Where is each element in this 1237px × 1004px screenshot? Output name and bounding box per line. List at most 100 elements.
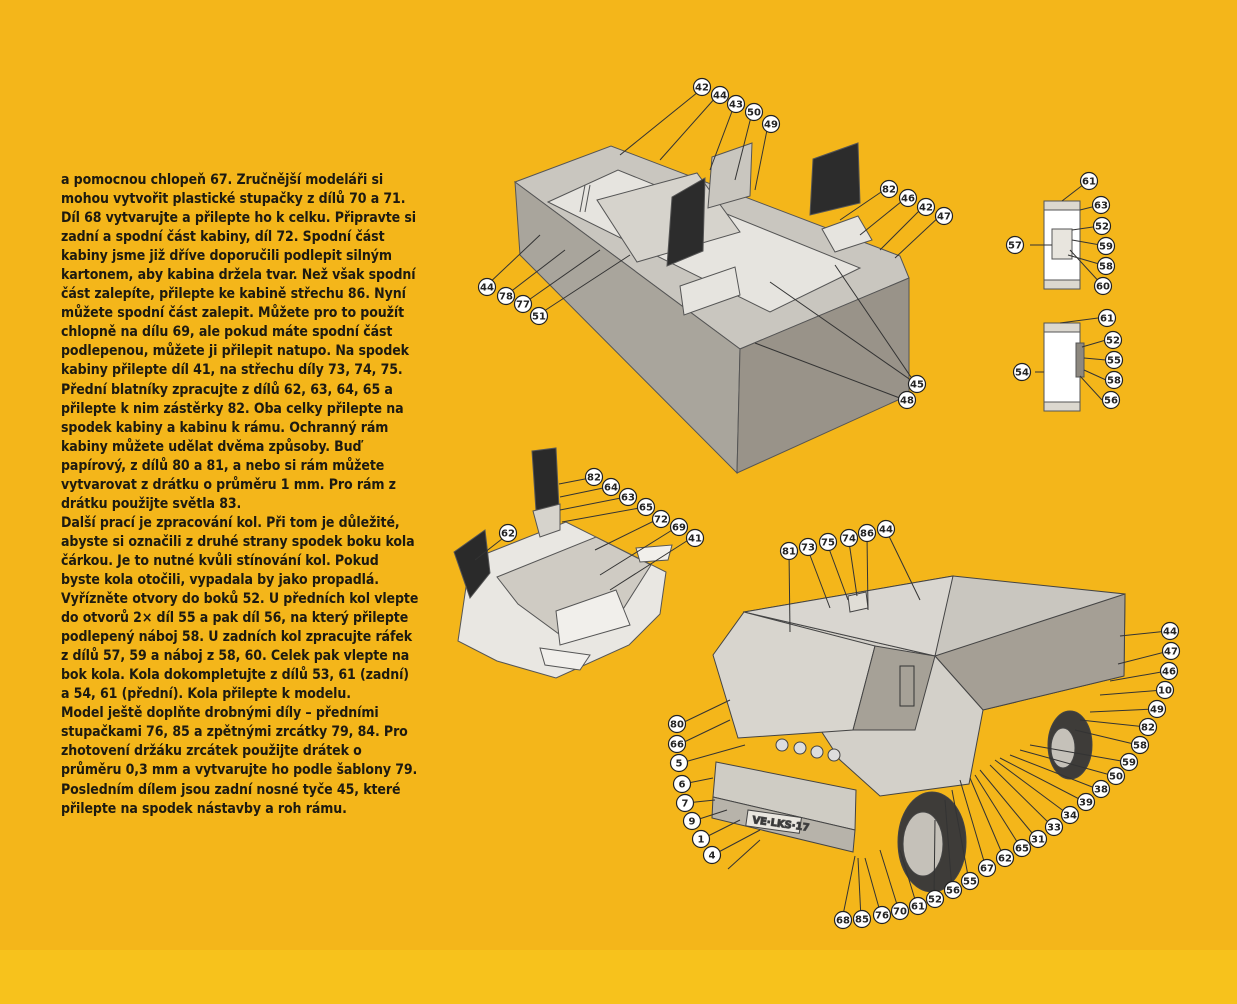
callout-number: 60 [1096, 282, 1110, 293]
callout-number: 52 [928, 895, 942, 906]
callout-fender-72: 72 [651, 509, 671, 529]
callout-fender-63: 63 [618, 487, 638, 507]
callout-number: 57 [1008, 241, 1022, 252]
callout-cargo-body-82: 82 [879, 179, 899, 199]
callout-truck-49: 49 [1147, 699, 1167, 719]
callout-number: 73 [801, 543, 815, 554]
callout-number: 62 [998, 854, 1012, 865]
fender-diagram [453, 447, 694, 679]
callout-front-wheel-54: 54 [1012, 362, 1032, 382]
callout-fender-69: 69 [669, 517, 689, 537]
callout-truck-9: 9 [682, 811, 702, 831]
callout-number: 44 [480, 283, 494, 294]
callout-number: 38 [1094, 785, 1108, 796]
callout-truck-44: 44 [876, 519, 896, 539]
callout-number: 58 [1133, 741, 1147, 752]
callout-number: 44 [1163, 627, 1177, 638]
callout-number: 50 [1109, 772, 1123, 783]
callout-truck-56: 56 [943, 880, 963, 900]
callout-number: 81 [782, 547, 796, 558]
callout-number: 77 [516, 300, 530, 311]
callout-number: 31 [1031, 835, 1045, 846]
callout-truck-50: 50 [1106, 766, 1126, 786]
callout-cargo-body-43: 43 [726, 94, 746, 114]
front-wheel-diagram [1035, 317, 1107, 412]
callout-number: 4 [709, 851, 716, 862]
callout-number: 68 [836, 916, 850, 927]
callout-truck-58: 58 [1130, 735, 1150, 755]
callout-fender-64: 64 [601, 477, 621, 497]
callout-number: 82 [882, 185, 896, 196]
callout-truck-85: 85 [852, 909, 872, 929]
truck-diagram: VE·LKS·17 [711, 575, 1126, 893]
callout-front-wheel-52: 52 [1103, 330, 1123, 350]
callout-number: 62 [501, 529, 515, 540]
callout-number: 63 [1094, 201, 1108, 212]
callout-number: 47 [937, 212, 951, 223]
callout-truck-52: 52 [925, 889, 945, 909]
callout-truck-44: 44 [1160, 621, 1180, 641]
callout-front-wheel-61: 61 [1097, 308, 1117, 328]
callout-cargo-body-78: 78 [496, 286, 516, 306]
callout-number: 56 [946, 886, 960, 897]
callout-cargo-body-42: 42 [692, 77, 712, 97]
callout-number: 51 [532, 312, 546, 323]
callout-front-wheel-56: 56 [1101, 390, 1121, 410]
callout-number: 46 [901, 194, 915, 205]
callout-front-wheel-58: 58 [1104, 370, 1124, 390]
callout-number: 86 [860, 529, 874, 540]
callout-truck-31: 31 [1028, 829, 1048, 849]
callout-truck-81: 81 [779, 541, 799, 561]
callout-truck-5: 5 [669, 753, 689, 773]
callout-number: 43 [729, 100, 743, 111]
callout-number: 46 [1162, 667, 1176, 678]
callout-number: 44 [713, 91, 727, 102]
callout-truck-1: 1 [691, 829, 711, 849]
callout-number: 64 [604, 483, 618, 494]
callout-truck-46: 46 [1159, 661, 1179, 681]
callout-number: 49 [1150, 705, 1164, 716]
callout-number: 52 [1095, 222, 1109, 233]
callout-number: 59 [1099, 242, 1113, 253]
callout-number: 58 [1107, 376, 1121, 387]
callout-number: 49 [764, 120, 778, 131]
callout-truck-33: 33 [1044, 817, 1064, 837]
callout-number: 61 [1100, 314, 1114, 325]
callout-number: 61 [1082, 177, 1096, 188]
callout-truck-10: 10 [1155, 680, 1175, 700]
callout-cargo-body-45: 45 [907, 374, 927, 394]
callout-truck-80: 80 [667, 714, 687, 734]
callout-number: 78 [499, 292, 513, 303]
callout-cargo-body-42: 42 [916, 197, 936, 217]
callout-truck-66: 66 [667, 734, 687, 754]
callout-truck-65: 65 [1012, 838, 1032, 858]
part-number-callouts: 4244435049824642474478775145486163525957… [477, 77, 1181, 930]
callout-truck-4: 4 [702, 845, 722, 865]
callout-truck-76: 76 [872, 905, 892, 925]
rear-wheel-diagram [1030, 180, 1107, 290]
callout-rear-wheel-61: 61 [1079, 171, 1099, 191]
wheels-lead: Další prací je zpracování kol. [61, 514, 262, 531]
callout-truck-62: 62 [995, 848, 1015, 868]
callout-number: 50 [747, 108, 761, 119]
callout-number: 54 [1015, 368, 1029, 379]
callout-rear-wheel-63: 63 [1091, 195, 1111, 215]
callout-rear-wheel-58: 58 [1096, 256, 1116, 276]
callout-number: 10 [1158, 686, 1172, 697]
callout-rear-wheel-60: 60 [1093, 276, 1113, 296]
callout-cargo-body-44: 44 [477, 277, 497, 297]
callout-fender-62: 62 [498, 523, 518, 543]
callout-number: 59 [1122, 758, 1136, 769]
callout-number: 61 [911, 902, 925, 913]
callout-number: 52 [1106, 336, 1120, 347]
callout-truck-59: 59 [1119, 752, 1139, 772]
callout-truck-55: 55 [960, 871, 980, 891]
callout-truck-7: 7 [675, 793, 695, 813]
callout-fender-82: 82 [584, 467, 604, 487]
callout-number: 45 [910, 380, 924, 391]
callout-cargo-body-44: 44 [710, 85, 730, 105]
callout-cargo-body-77: 77 [513, 294, 533, 314]
callout-number: 42 [919, 203, 933, 214]
callout-cargo-body-50: 50 [744, 102, 764, 122]
callout-number: 85 [855, 915, 869, 926]
